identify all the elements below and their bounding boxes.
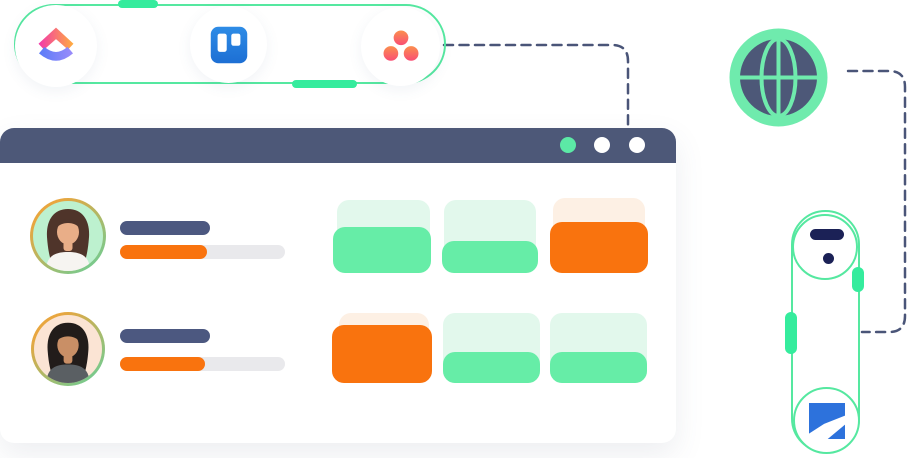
task-card-front	[442, 241, 538, 273]
globe-badge	[710, 9, 847, 146]
progress-fill-row-2	[120, 357, 205, 371]
titlebar-dot-white-1	[594, 137, 610, 153]
trello-app-circle	[190, 6, 267, 83]
capsule-top-circle	[792, 214, 858, 280]
task-card-front	[550, 352, 647, 383]
woman-long-hair-avatar	[46, 209, 90, 271]
globe-icon	[710, 9, 847, 146]
progress-track-row-1	[120, 245, 285, 259]
asana-to-window-connector	[442, 43, 630, 130]
trello-logo-icon	[210, 26, 247, 63]
globe-to-capsule-connector	[846, 69, 907, 334]
name-placeholder-bar-row-2	[120, 329, 210, 343]
progress-fill-row-1	[120, 245, 207, 259]
task-card-front	[550, 222, 648, 273]
pill-node-bottom	[292, 80, 357, 88]
clickup-logo-icon	[38, 27, 74, 61]
progress-track-row-2	[120, 357, 285, 371]
avatar-row-1	[30, 198, 106, 274]
name-placeholder-bar-row-1	[120, 221, 210, 235]
browser-titlebar	[0, 128, 676, 163]
task-card-front	[443, 352, 540, 383]
titlebar-dot-white-2	[629, 137, 645, 153]
kissflow-k-logo-icon	[808, 402, 845, 439]
clickup-app-circle	[15, 5, 97, 87]
woman-bob-hair-avatar	[46, 322, 90, 383]
browser-window	[0, 128, 676, 443]
capsule-node-right	[852, 267, 864, 292]
asana-logo-icon	[383, 29, 418, 61]
titlebar-dot-green	[560, 137, 576, 153]
task-card-front	[333, 227, 431, 273]
pill-node-top	[118, 0, 158, 8]
avatar-row-2	[31, 312, 105, 386]
asana-app-circle	[361, 7, 440, 86]
dot-icon	[823, 253, 834, 264]
dash-icon	[810, 229, 844, 240]
task-card-front	[332, 325, 432, 383]
capsule-bottom-circle	[793, 387, 860, 454]
capsule-node-left	[785, 312, 797, 354]
